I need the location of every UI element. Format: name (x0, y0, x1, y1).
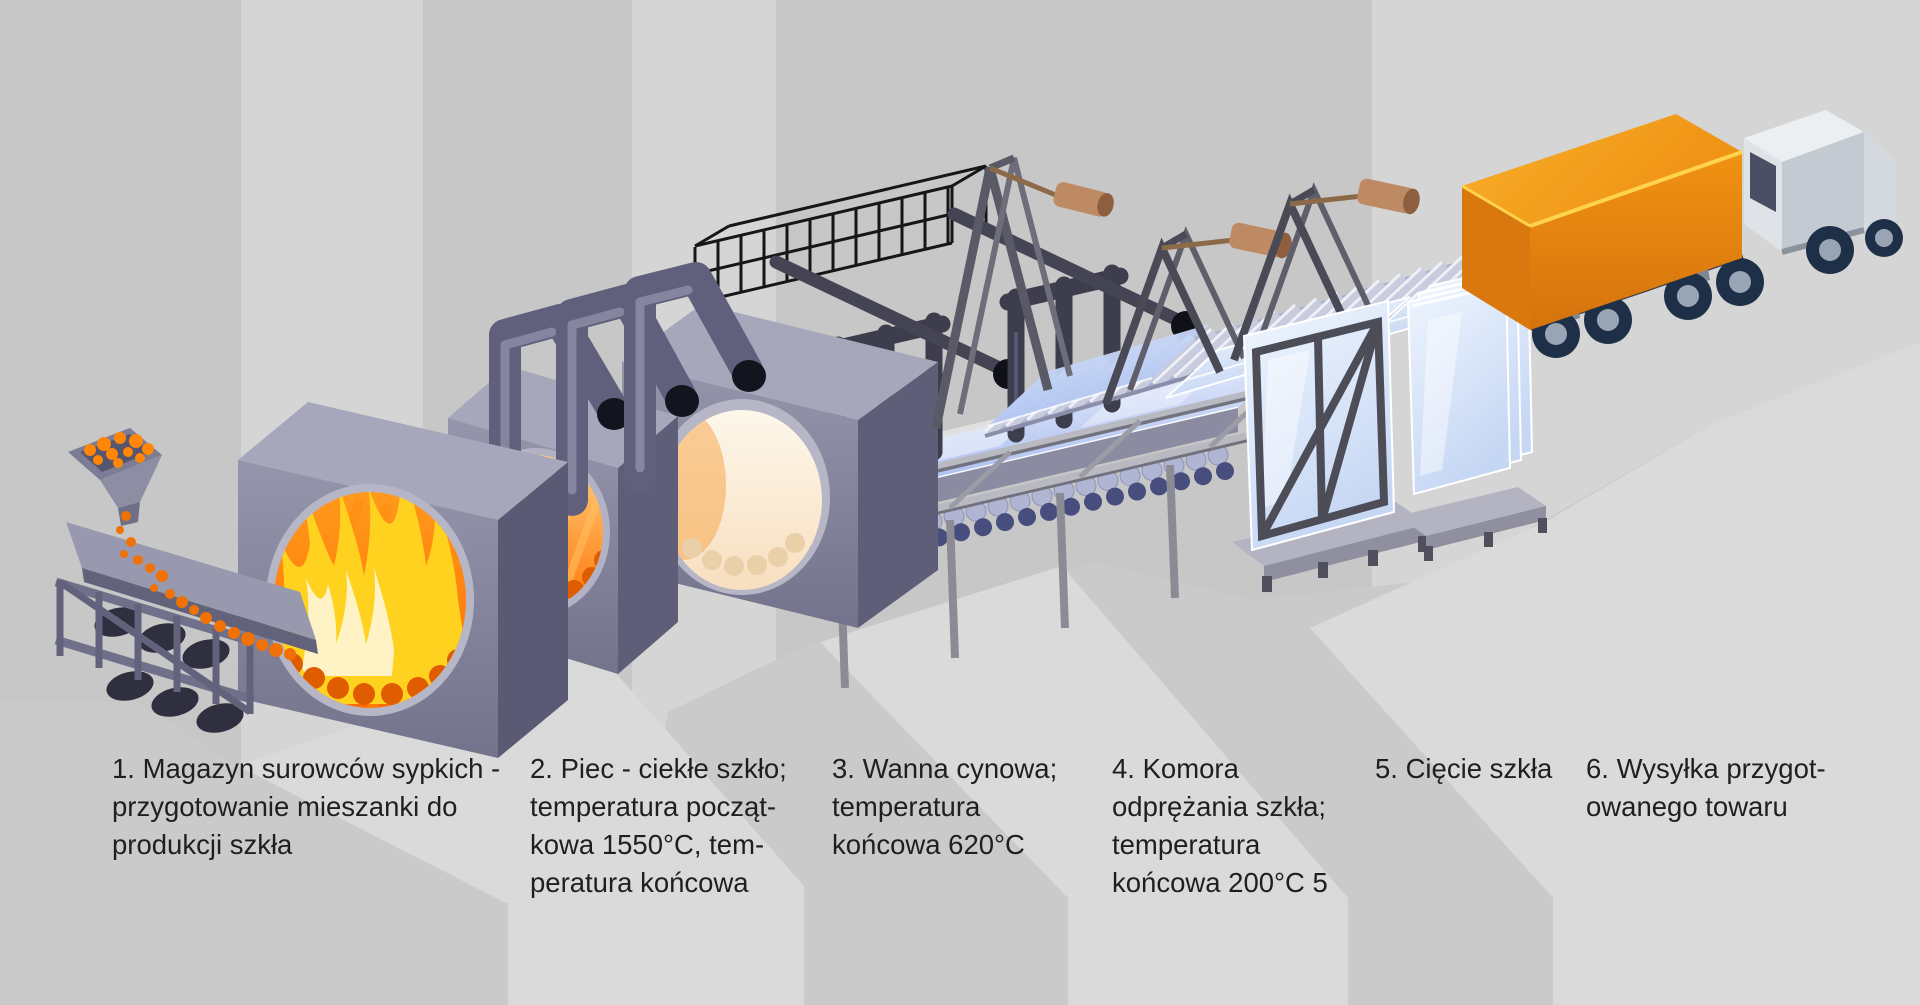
glass-sheet (1406, 277, 1512, 496)
light-beam (820, 566, 1348, 1005)
exhaust-pipes (489, 262, 766, 536)
floor (0, 342, 1920, 1005)
glass-panel-rack (1232, 299, 1428, 592)
light-beam (1310, 342, 1920, 1005)
delivery-truck (1461, 110, 1903, 358)
gantry-tall (931, 154, 1114, 429)
raw-material-station (54, 428, 318, 733)
cab-window (1750, 152, 1776, 212)
storage-rack (54, 577, 256, 733)
cutting-gantries (931, 154, 1422, 429)
glass-ribbon (988, 324, 1210, 426)
melting-furnace-3 (622, 304, 938, 628)
flame-core (302, 568, 394, 676)
truck-trailer (1461, 114, 1743, 330)
truck-cab (1744, 110, 1903, 274)
pale-glass-beads (682, 533, 805, 576)
melting-furnace-1 (238, 402, 568, 758)
raw-material-chunks (84, 432, 154, 468)
raw-material-hopper (68, 428, 296, 660)
falling-chunks (116, 511, 296, 660)
light-beam (238, 644, 804, 1005)
panel-frame (1251, 316, 1389, 542)
feed-chute (66, 522, 316, 640)
glass-sheet-stack (1398, 261, 1547, 561)
